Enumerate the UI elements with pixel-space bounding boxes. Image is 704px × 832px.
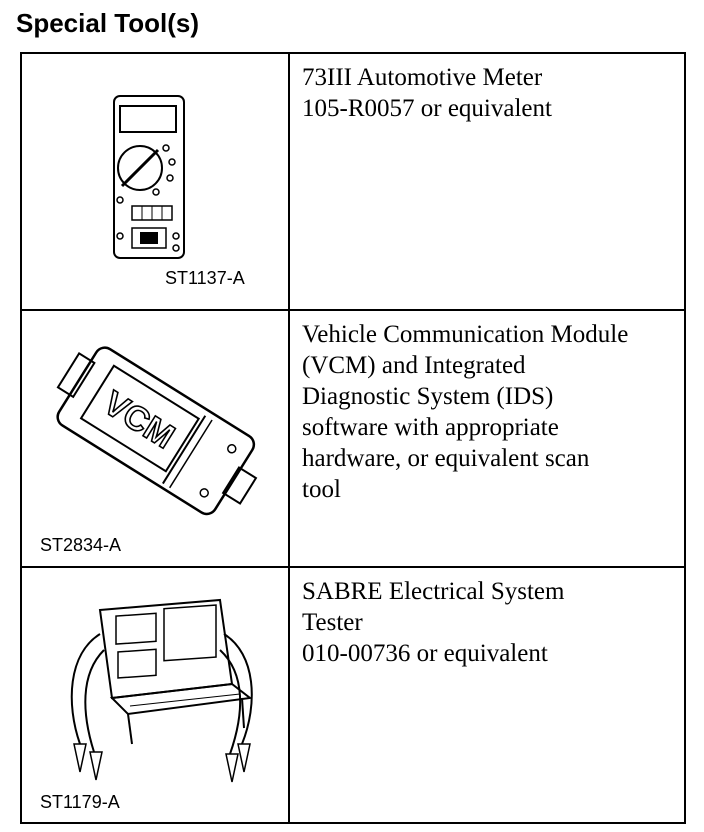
vcm-module-icon: VCM — [56, 346, 258, 516]
description-line: Tester — [302, 609, 363, 636]
description-line: 105-R0057 or equivalent — [302, 95, 552, 122]
table-row: ST1137-A 73III Automotive Meter 105-R005… — [20, 52, 686, 311]
multimeter-icon — [113, 95, 185, 259]
page-title: Special Tool(s) — [16, 8, 199, 38]
figure-label: ST1137-A — [165, 268, 245, 288]
description-line: software with appropriate — [302, 414, 559, 441]
table-row: ST1179-A SABRE Electrical System Tester … — [20, 566, 686, 824]
figure-label: ST2834-A — [40, 535, 122, 555]
description-line: 010-00736 or equivalent — [302, 640, 548, 667]
tool-image-cell: VCM ST2834-A — [20, 309, 290, 568]
electrical-tester-icon — [70, 598, 253, 783]
description-line: tool — [302, 476, 341, 503]
figure-label: ST1179-A — [40, 792, 120, 812]
table-row: VCM ST2834-A Vehicle Communication Modul… — [20, 309, 686, 568]
description-line: SABRE Electrical System — [302, 578, 565, 605]
tool-description-cell: 73III Automotive Meter 105-R0057 or equi… — [288, 52, 686, 311]
tool-description-cell: Vehicle Communication Module (VCM) and I… — [288, 309, 686, 568]
tool-image-cell: ST1137-A — [20, 52, 290, 311]
description-line: hardware, or equivalent scan — [302, 445, 590, 472]
description-line: 73III Automotive Meter — [302, 64, 543, 91]
description-line: Diagnostic System (IDS) — [302, 383, 554, 410]
tool-description-cell: SABRE Electrical System Tester 010-00736… — [288, 566, 686, 824]
description-line: Vehicle Communication Module — [302, 321, 629, 348]
description-line: (VCM) and Integrated — [302, 352, 526, 379]
tool-image-cell: ST1179-A — [20, 566, 290, 824]
special-tools-table: ST1137-A 73III Automotive Meter 105-R005… — [20, 52, 686, 824]
